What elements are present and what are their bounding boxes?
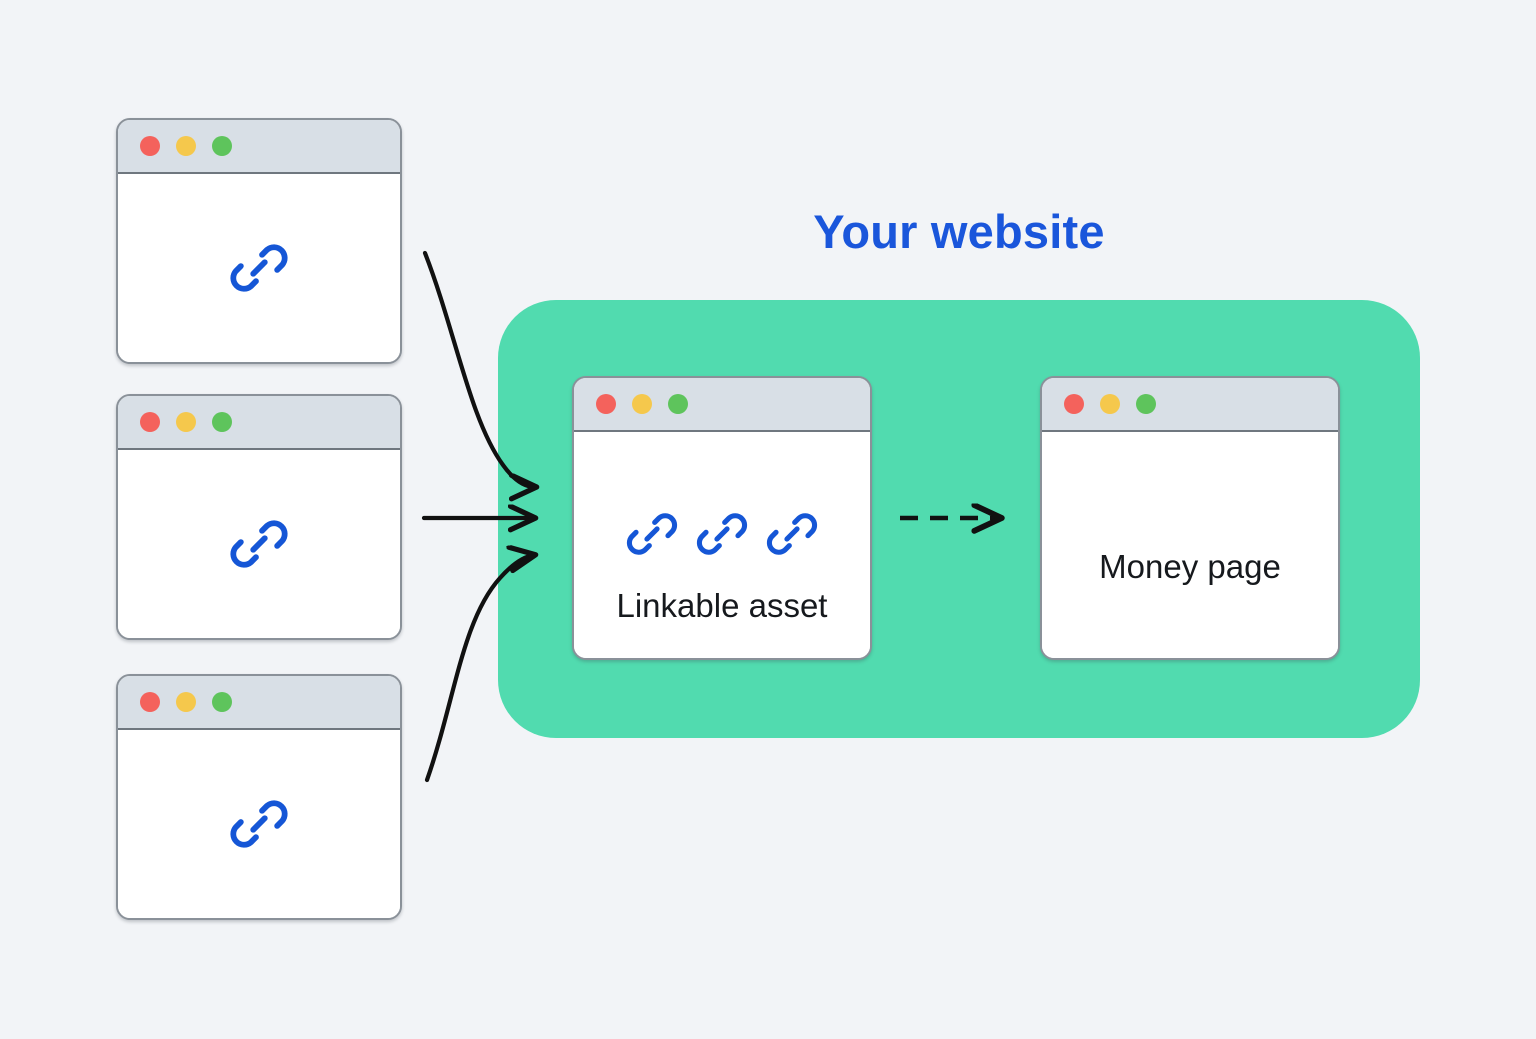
referring-page-card-2[interactable] bbox=[116, 394, 402, 640]
close-icon[interactable] bbox=[140, 136, 160, 156]
referring-page-card-1[interactable] bbox=[116, 118, 402, 364]
link-icon bbox=[696, 512, 748, 555]
link-icon bbox=[230, 244, 288, 292]
page-title: Your website bbox=[813, 205, 1105, 258]
minimize-icon[interactable] bbox=[176, 412, 196, 432]
linkable-asset-card[interactable]: Linkable asset bbox=[572, 376, 872, 660]
minimize-icon[interactable] bbox=[176, 692, 196, 712]
referring-page-card-3[interactable] bbox=[116, 674, 402, 920]
browser-titlebar bbox=[118, 120, 400, 174]
maximize-icon[interactable] bbox=[1136, 394, 1156, 414]
maximize-icon[interactable] bbox=[668, 394, 688, 414]
link-icon-row bbox=[226, 235, 292, 301]
money-page-card[interactable]: Money page bbox=[1040, 376, 1340, 660]
browser-titlebar bbox=[1042, 378, 1338, 432]
minimize-icon[interactable] bbox=[1100, 394, 1120, 414]
money-page-label: Money page bbox=[1099, 547, 1281, 585]
browser-titlebar bbox=[118, 676, 400, 730]
link-icon bbox=[626, 512, 678, 555]
link-icon-row bbox=[623, 505, 821, 563]
minimize-icon[interactable] bbox=[176, 136, 196, 156]
minimize-icon[interactable] bbox=[632, 394, 652, 414]
link-icon-row bbox=[226, 511, 292, 577]
close-icon[interactable] bbox=[596, 394, 616, 414]
link-icon-row bbox=[226, 791, 292, 857]
close-icon[interactable] bbox=[140, 692, 160, 712]
linkable-asset-label: Linkable asset bbox=[616, 586, 828, 624]
close-icon[interactable] bbox=[1064, 394, 1084, 414]
link-icon bbox=[230, 800, 288, 848]
close-icon[interactable] bbox=[140, 412, 160, 432]
browser-titlebar bbox=[574, 378, 870, 432]
browser-content: Money page bbox=[1042, 432, 1338, 658]
browser-content bbox=[118, 174, 400, 362]
browser-content: Linkable asset bbox=[574, 432, 870, 658]
maximize-icon[interactable] bbox=[212, 136, 232, 156]
link-icon bbox=[766, 512, 818, 555]
browser-titlebar bbox=[118, 396, 400, 450]
maximize-icon[interactable] bbox=[212, 412, 232, 432]
maximize-icon[interactable] bbox=[212, 692, 232, 712]
browser-content bbox=[118, 450, 400, 638]
link-icon bbox=[230, 520, 288, 568]
browser-content bbox=[118, 730, 400, 918]
